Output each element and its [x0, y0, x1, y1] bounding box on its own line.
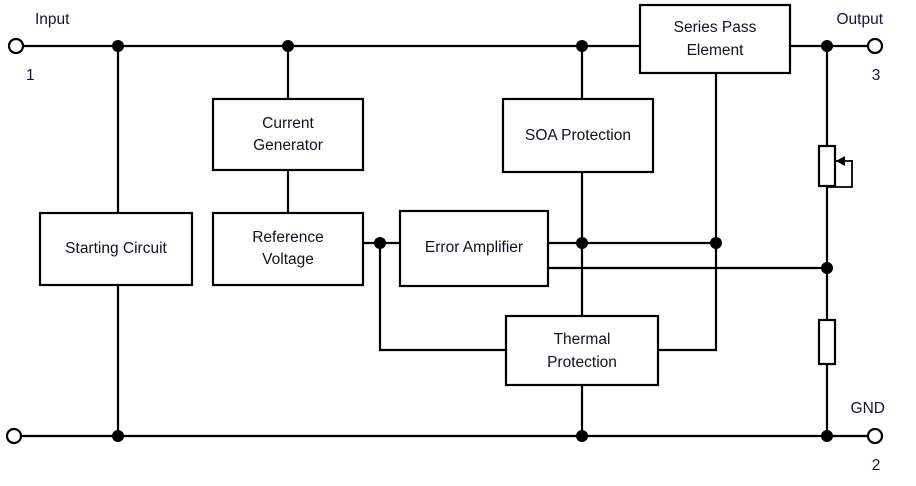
- junction-feedback-divider-tap: [821, 262, 833, 274]
- junction-input-soa-protection: [576, 40, 588, 52]
- junction-input-starting-circuit: [112, 40, 124, 52]
- starting-circuit-box[interactable]: [38, 211, 194, 287]
- potentiometer-symbol: [817, 144, 853, 188]
- reference-voltage-label-line1: Reference: [252, 229, 324, 246]
- input-rail: [7, 37, 642, 55]
- block-error-amplifier[interactable]: Error Amplifier: [398, 209, 550, 288]
- thermal-protection-label-line2: Protection: [547, 354, 617, 371]
- gnd-terminal-label: GND: [851, 400, 885, 417]
- gnd-terminal-left-node[interactable]: [5, 427, 23, 445]
- thermal-protection-label-line1: Thermal: [554, 331, 611, 348]
- block-soa-protection[interactable]: SOA Protection: [501, 97, 655, 174]
- series-pass-element-box[interactable]: [638, 3, 792, 75]
- input-pin-number: 1: [26, 67, 35, 84]
- potentiometer-body: [817, 144, 837, 188]
- input-terminal-label: Input: [35, 11, 70, 28]
- reference-voltage-box[interactable]: [211, 211, 365, 287]
- current-generator-label-line1: Current: [262, 115, 314, 132]
- output-terminal-label: Output: [836, 11, 883, 28]
- soa-protection-box[interactable]: [501, 97, 655, 174]
- input-terminal-node[interactable]: [7, 37, 25, 55]
- resistor-symbol: [817, 318, 837, 366]
- output-rail: [788, 37, 884, 55]
- error-amplifier-box[interactable]: [398, 209, 550, 288]
- block-series-pass-element[interactable]: Series Pass Element: [638, 3, 792, 75]
- gnd-terminal-right-node[interactable]: [866, 427, 884, 445]
- error-amplifier-label-line1: Error Amplifier: [425, 239, 523, 256]
- reference-voltage-label-line2: Voltage: [262, 251, 314, 268]
- output-pin-number: 3: [872, 67, 881, 84]
- block-reference-voltage[interactable]: Reference Voltage: [211, 211, 365, 287]
- potentiometer-wiper-arrow: [836, 156, 845, 166]
- junction-soa-sense: [576, 237, 588, 249]
- junction-series-pass-drive: [710, 237, 722, 249]
- block-starting-circuit[interactable]: Starting Circuit: [38, 211, 194, 287]
- junction-output-divider: [821, 40, 833, 52]
- junction-gnd-starting-circuit: [112, 430, 124, 442]
- gnd-pin-number: 2: [872, 457, 881, 474]
- current-generator-label-line2: Generator: [253, 137, 323, 154]
- junction-gnd-divider: [821, 430, 833, 442]
- starting-circuit-label-line1: Starting Circuit: [65, 240, 167, 257]
- resistor-body: [817, 318, 837, 366]
- gnd-rail: [5, 427, 884, 445]
- block-current-generator[interactable]: Current Generator: [211, 97, 365, 172]
- junction-input-current-generator: [282, 40, 294, 52]
- soa-protection-label-line1: SOA Protection: [525, 127, 631, 144]
- junction-gnd-thermal-protection: [576, 430, 588, 442]
- junction-reference-error-amp: [374, 237, 386, 249]
- series-pass-element-label-line1: Series Pass: [674, 19, 757, 36]
- potentiometer-wiper-return: [826, 160, 853, 188]
- current-generator-box[interactable]: [211, 97, 365, 172]
- block-thermal-protection[interactable]: Thermal Protection: [504, 314, 660, 387]
- thermal-protection-box[interactable]: [504, 314, 660, 387]
- series-pass-element-label-line2: Element: [687, 42, 745, 59]
- output-terminal-node[interactable]: [866, 37, 884, 55]
